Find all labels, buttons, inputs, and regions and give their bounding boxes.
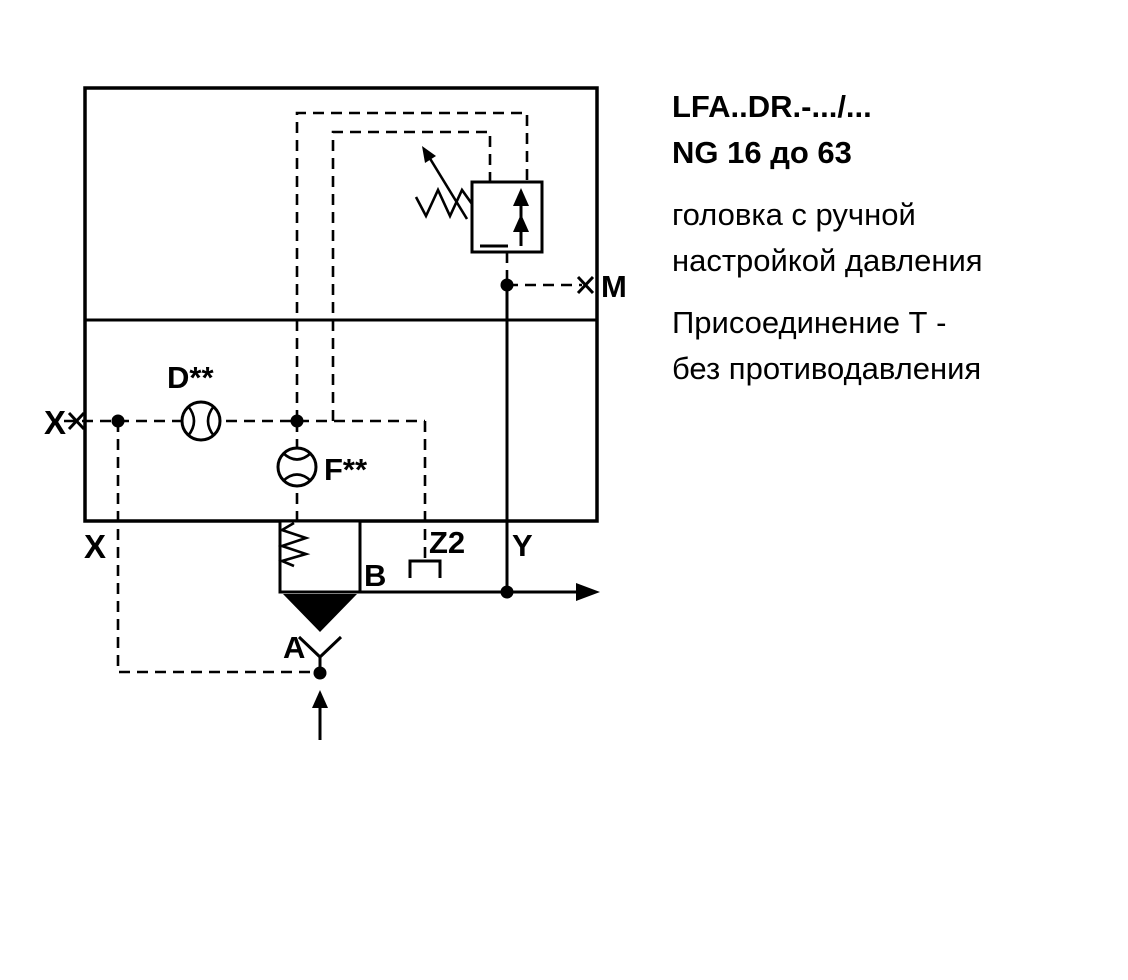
junction-dot — [500, 585, 514, 599]
label-orifice-d: D** — [167, 360, 214, 395]
main-valve-spring-icon — [277, 521, 311, 568]
junction-dot — [290, 414, 304, 428]
orifice-d-symbol — [180, 400, 222, 442]
note-line-2: без противодавления — [672, 351, 982, 386]
pilot-line-inner-loop — [331, 130, 492, 421]
label-port-a: A — [283, 630, 305, 665]
description-block: LFA..DR.-.../... NG 16 до 63 головка с р… — [672, 84, 1112, 392]
orifice-f-arc-bottom — [282, 473, 312, 482]
label-port-x-left: X — [44, 404, 66, 441]
orifice-d-arc-left — [186, 405, 196, 437]
label-port-z2: Z2 — [429, 525, 465, 560]
note-line-1: Присоединение Т - — [672, 305, 947, 340]
junction-dot — [500, 278, 514, 292]
drain-arrow-icon — [576, 583, 600, 601]
inlet-arrow-head-icon — [312, 690, 328, 708]
description-line-1: головка с ручной — [672, 197, 916, 232]
z2-port-bracket — [408, 559, 442, 578]
relief-valve-spring-icon — [414, 186, 474, 220]
poppet-icon — [283, 594, 357, 632]
port-plug-m-icon — [576, 275, 595, 295]
orifice-d-arc-right — [206, 405, 216, 437]
main-valve-body — [278, 519, 362, 594]
relief-valve-arrow-icon — [513, 188, 529, 206]
port-plug-x-icon — [67, 411, 86, 431]
orifice-f-arc-top — [282, 452, 312, 461]
junction-dot — [313, 666, 327, 680]
label-orifice-f: F** — [324, 452, 368, 487]
adjustment-arrow-head-icon — [422, 146, 436, 163]
model-code: LFA..DR.-.../... — [672, 89, 872, 124]
pilot-line-relief-inlet — [295, 111, 529, 421]
label-port-y: Y — [512, 528, 533, 563]
label-port-b: B — [364, 558, 386, 593]
main-poppet-valve — [277, 519, 362, 740]
description-line-2: настройкой давления — [672, 243, 983, 278]
junction-dot — [111, 414, 125, 428]
size-range: NG 16 до 63 — [672, 135, 852, 170]
relief-valve-arrow2-icon — [513, 214, 529, 232]
plugged-ports — [67, 275, 595, 431]
adjustment-arrow-shaft — [424, 151, 469, 220]
label-port-x-bottom: X — [84, 528, 106, 565]
label-port-m: M — [601, 269, 627, 304]
junction-dots — [111, 278, 514, 680]
orifice-f-symbol — [276, 446, 318, 488]
relief-valve-body — [470, 180, 544, 254]
pilot-line-x-to-a — [116, 421, 318, 674]
pilot-relief-valve — [414, 146, 544, 254]
